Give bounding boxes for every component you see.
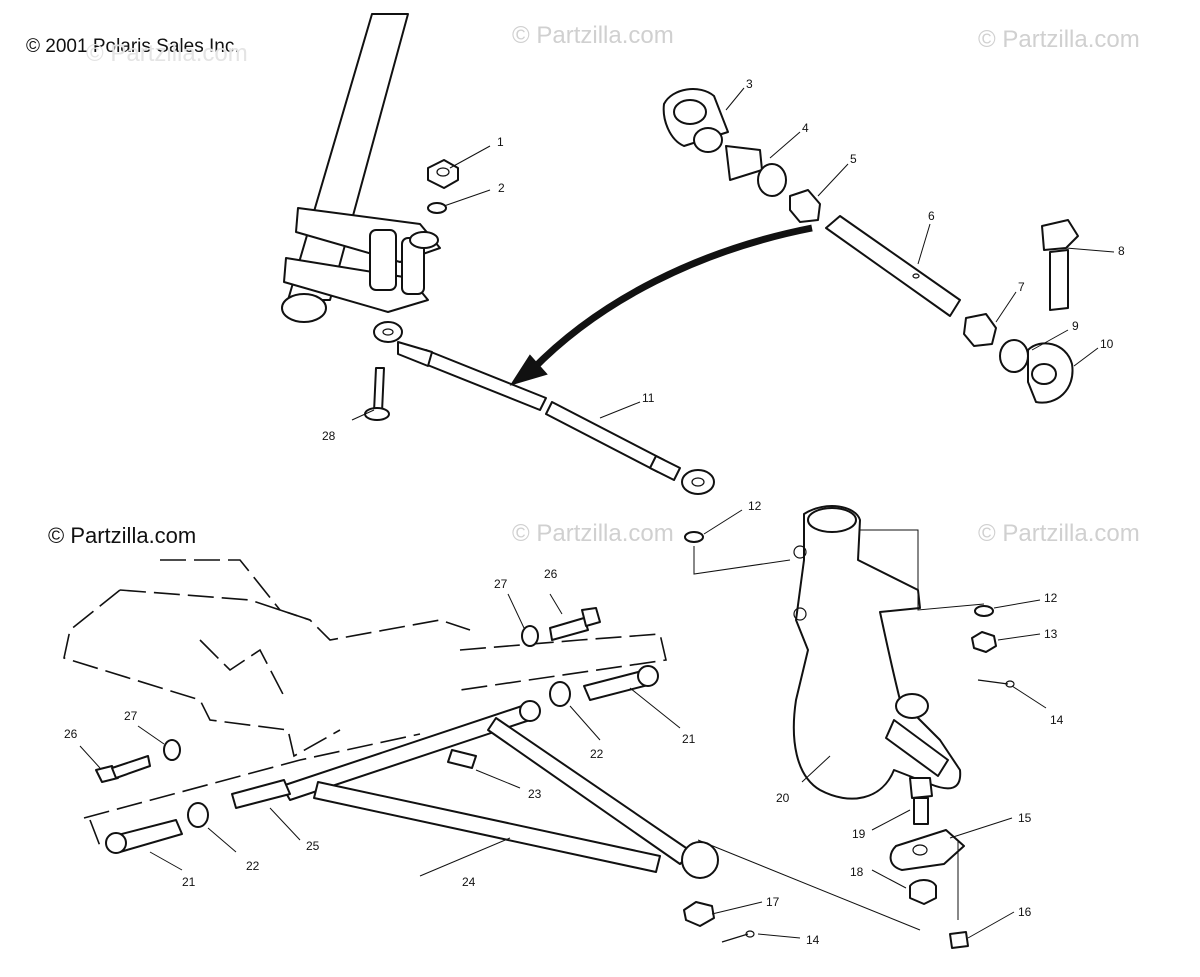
washer bbox=[549, 681, 571, 707]
callout-label: 21 bbox=[182, 875, 196, 889]
callout-label: 6 bbox=[928, 209, 935, 223]
bolt bbox=[549, 607, 601, 641]
steering-post bbox=[281, 13, 441, 323]
callout-label: 7 bbox=[1018, 280, 1025, 294]
callout-label: 28 bbox=[322, 429, 336, 443]
callout-label: 12 bbox=[748, 499, 762, 513]
callout-label: 15 bbox=[1018, 811, 1032, 825]
partzilla-watermark: © Partzilla.com bbox=[48, 523, 197, 548]
bolt bbox=[95, 755, 151, 783]
washer bbox=[163, 739, 181, 761]
watermark: © Partzilla.com bbox=[512, 520, 674, 547]
callout-label: 22 bbox=[590, 747, 604, 761]
callout-label: 18 bbox=[850, 865, 864, 879]
tie-rod bbox=[373, 321, 715, 495]
watermark: © Partzilla.com bbox=[86, 40, 248, 67]
spindle bbox=[792, 505, 962, 800]
callout-label: 14 bbox=[806, 933, 820, 947]
callout-label: 27 bbox=[494, 577, 508, 591]
leader-lines bbox=[79, 87, 1115, 939]
washer bbox=[684, 531, 704, 543]
callout-label: 24 bbox=[462, 875, 476, 889]
castle-nut bbox=[971, 631, 997, 653]
callout-label: 4 bbox=[802, 121, 809, 135]
copyright-notice: © 2001 Polaris Sales Inc. bbox=[26, 36, 240, 57]
grease-fitting bbox=[447, 749, 477, 769]
bushing bbox=[583, 665, 659, 701]
washer bbox=[521, 625, 539, 647]
brake-bracket bbox=[889, 829, 965, 871]
castle-nut bbox=[683, 901, 715, 927]
callout-label: 10 bbox=[1100, 337, 1114, 351]
washer bbox=[974, 605, 994, 617]
callout-label: 16 bbox=[1018, 905, 1032, 919]
bolt bbox=[364, 367, 390, 421]
callout-label: 26 bbox=[64, 727, 78, 741]
bolt bbox=[1041, 219, 1079, 311]
callout-label: 22 bbox=[246, 859, 260, 873]
callout-label: 12 bbox=[1044, 591, 1058, 605]
a-arm bbox=[231, 700, 719, 879]
watermark: © Partzilla.com bbox=[978, 26, 1140, 53]
bolt bbox=[949, 931, 969, 949]
watermark: © Partzilla.com bbox=[978, 520, 1140, 547]
nut bbox=[963, 313, 997, 347]
cotter-pin bbox=[977, 679, 1015, 688]
callout-label: 11 bbox=[642, 391, 655, 405]
callout-label: 27 bbox=[124, 709, 138, 723]
assembly-lines bbox=[693, 529, 985, 931]
callout-label: 3 bbox=[746, 77, 753, 91]
bolt bbox=[909, 777, 933, 825]
watermark: © Partzilla.com bbox=[512, 22, 674, 49]
callout-label: 19 bbox=[852, 827, 866, 841]
callout-label: 21 bbox=[682, 732, 696, 746]
callout-label: 14 bbox=[1050, 713, 1064, 727]
washer bbox=[187, 802, 209, 828]
callout-label: 1 bbox=[497, 135, 504, 149]
curved-arrow-indicator bbox=[509, 224, 813, 386]
washer bbox=[427, 202, 447, 214]
callout-label: 2 bbox=[498, 181, 505, 195]
callout-labels: 1 2 3 4 5 6 7 8 9 10 11 12 12 13 14 14 1… bbox=[64, 77, 1125, 947]
callout-label: 20 bbox=[776, 791, 790, 805]
rod-end bbox=[662, 88, 729, 153]
nut bbox=[789, 189, 821, 223]
callout-label: 9 bbox=[1072, 319, 1079, 333]
jam-nut bbox=[999, 339, 1029, 373]
nut bbox=[427, 159, 459, 189]
jam-nut bbox=[725, 145, 787, 197]
callout-label: 17 bbox=[766, 895, 780, 909]
callout-label: 13 bbox=[1044, 627, 1058, 641]
callout-label: 23 bbox=[528, 787, 542, 801]
callout-label: 5 bbox=[850, 152, 857, 166]
bushing bbox=[105, 819, 183, 854]
callout-label: 8 bbox=[1118, 244, 1125, 258]
ball-joint bbox=[909, 879, 937, 905]
rod-end bbox=[1027, 342, 1074, 404]
callout-label: 26 bbox=[544, 567, 558, 581]
cotter-pin bbox=[721, 930, 755, 943]
frame-section bbox=[63, 559, 667, 847]
tie-rod-sleeve bbox=[825, 215, 961, 317]
callout-label: 25 bbox=[306, 839, 320, 853]
